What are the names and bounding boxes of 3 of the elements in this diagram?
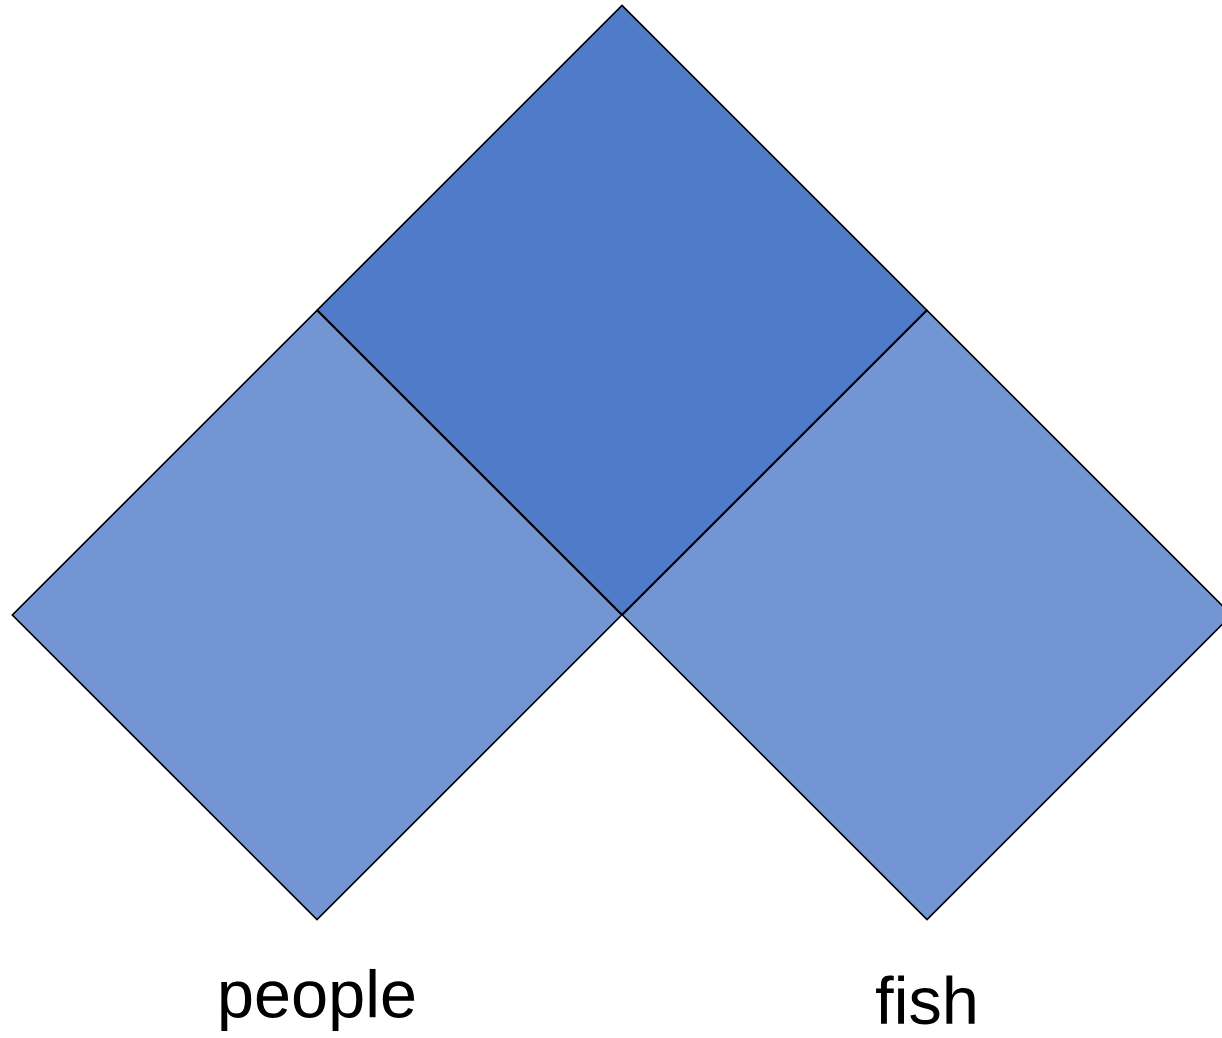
diamond-shape bbox=[316, 4, 928, 616]
node-label: people bbox=[221, 968, 415, 1032]
node-label: fish bbox=[876, 975, 975, 1025]
